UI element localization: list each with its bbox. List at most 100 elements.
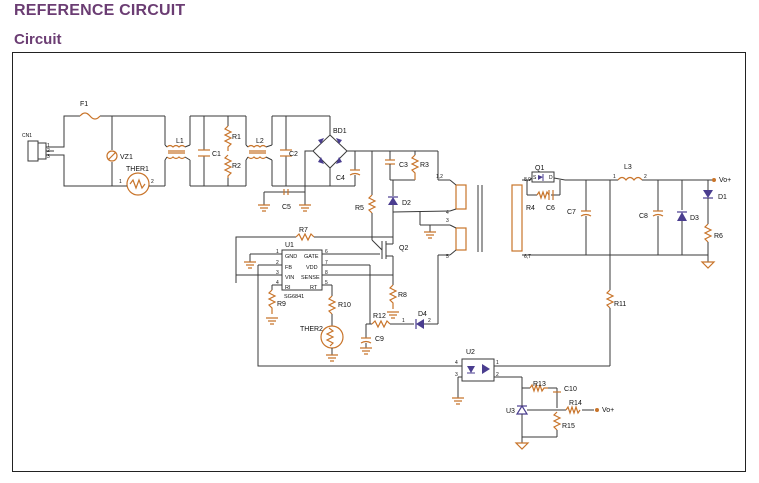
r12-label: R12 [373, 313, 386, 320]
optocoupler-u2: U2 4 3 1 2 [452, 349, 522, 405]
capacitor-c5: C5 [258, 189, 311, 212]
capacitor-c4: C4 [330, 151, 361, 187]
u1-pin-4: 4 [276, 280, 279, 286]
c10-label: C10 [564, 386, 577, 393]
u1-sense: SENSE [301, 275, 320, 281]
c2-label: C2 [289, 151, 298, 158]
c5-label: C5 [282, 204, 291, 211]
capacitor-c10: C10 [553, 386, 577, 393]
schematic-frame [12, 52, 746, 472]
emi-rails [190, 115, 246, 187]
u1-vin: VIN [285, 275, 294, 281]
r6-label: R6 [714, 233, 723, 240]
r14-label: R14 [569, 400, 582, 407]
l3-pin-1: 1 [613, 174, 616, 180]
capacitor-c9: C9 [360, 336, 384, 355]
inductor-l3: L3 1 2 [609, 164, 712, 290]
u1-pin-1: 1 [276, 249, 279, 255]
page-title: REFERENCE CIRCUIT [14, 2, 186, 19]
resistor-r14: R14 Vo+ [557, 400, 614, 415]
t-pin-12: 1,2 [436, 174, 443, 180]
u1-pin-7: 7 [325, 260, 328, 266]
diode-d4: D4 1 2 [402, 254, 450, 329]
ic-u1: U1 GND GATE FB VDD VIN SENSE RI RT SG684… [236, 242, 393, 300]
u2-pin-2: 2 [496, 372, 499, 378]
r3-label: R3 [420, 162, 429, 169]
c3-label: C3 [399, 162, 408, 169]
choke-l1: L1 [164, 116, 191, 186]
c6-label: C6 [546, 205, 555, 212]
drain-node [392, 210, 451, 240]
thermistor-ther1: THER1 1 2 [118, 166, 165, 196]
u1-rt: RT [310, 285, 318, 291]
cn1-label: CN1 [22, 133, 32, 139]
t-pin-3: 3 [446, 218, 449, 224]
u1-part: SG6841 [284, 294, 304, 300]
u2-pin-1: 1 [496, 360, 499, 366]
r10-label: R10 [338, 302, 351, 309]
d4-pin-1: 1 [402, 318, 405, 324]
q1-label: Q1 [535, 165, 544, 172]
led-d1: D1 [703, 180, 727, 224]
q1-pin-s: S [533, 175, 537, 181]
r9-label: R9 [277, 301, 286, 308]
transformer: 1,2 4 3 5 8,9 6,7 [436, 174, 531, 260]
u1-pin-3: 3 [276, 270, 279, 276]
shunt-regulator-u3: U3 [506, 400, 557, 450]
d2-label: D2 [402, 200, 411, 207]
u1-pin-8: 8 [325, 270, 328, 276]
input-wires [54, 115, 165, 187]
hv-rail [371, 150, 450, 195]
varistor-vz1: VZ1 [106, 150, 133, 162]
u3-label: U3 [506, 408, 515, 415]
cn1-pin-3: 3 [47, 154, 50, 160]
u2-pin-3: 3 [455, 372, 458, 378]
r5-label: R5 [355, 205, 364, 212]
q1-pin-d: D [549, 175, 553, 181]
secondary-output [522, 179, 708, 256]
l3-pin-2: 2 [644, 174, 647, 180]
u1-gate: GATE [304, 254, 319, 260]
d1-label: D1 [718, 194, 727, 201]
resistor-r15: R15 [522, 411, 575, 438]
u1-pin-2: 2 [276, 260, 279, 266]
d4-pin-2: 2 [428, 318, 431, 324]
r8-label: R8 [398, 292, 407, 299]
r13-label: R13 [533, 381, 546, 388]
u2-pin-4: 4 [455, 360, 458, 366]
l3-label: L3 [624, 164, 632, 171]
u2-label: U2 [466, 349, 475, 356]
resistor-r2: R2 [223, 154, 241, 178]
capacitor-c2: C2 [280, 149, 298, 158]
t-pin-5: 5 [446, 254, 449, 260]
ther1-pin-1: 1 [119, 179, 122, 185]
t-pin-4: 4 [446, 210, 449, 216]
c8-label: C8 [639, 213, 648, 220]
u1-fb: FB [285, 265, 292, 271]
resistor-r8: R8 [387, 284, 407, 319]
resistor-r4: R4 [526, 190, 550, 212]
c9-label: C9 [375, 336, 384, 343]
resistor-r13: R13 [529, 381, 548, 393]
u1-label: U1 [285, 242, 294, 249]
u1-vdd: VDD [306, 265, 318, 271]
vo-label-1: Vo+ [719, 177, 731, 184]
capacitor-c6: C6 [546, 190, 555, 212]
r2-label: R2 [232, 163, 241, 170]
capacitor-c7: C7 [567, 180, 592, 255]
connector-cn1: CN1 1 2 3 [22, 133, 54, 162]
diode-d3: D3 [677, 180, 699, 255]
c7-label: C7 [567, 209, 576, 216]
section-title: Circuit [14, 31, 62, 48]
vz1-label: VZ1 [120, 154, 133, 161]
bridge-rails [272, 115, 331, 187]
resistor-r1: R1 [223, 125, 241, 151]
cn1-pin-2: 2 [47, 148, 50, 154]
ther2-label: THER2 [300, 326, 323, 333]
u1-ri: RI [285, 285, 291, 291]
d3-label: D3 [690, 215, 699, 222]
capacitor-c8: C8 [639, 180, 664, 255]
r11-label: R11 [614, 301, 626, 308]
thermistor-ther2: THER2 [300, 325, 344, 362]
